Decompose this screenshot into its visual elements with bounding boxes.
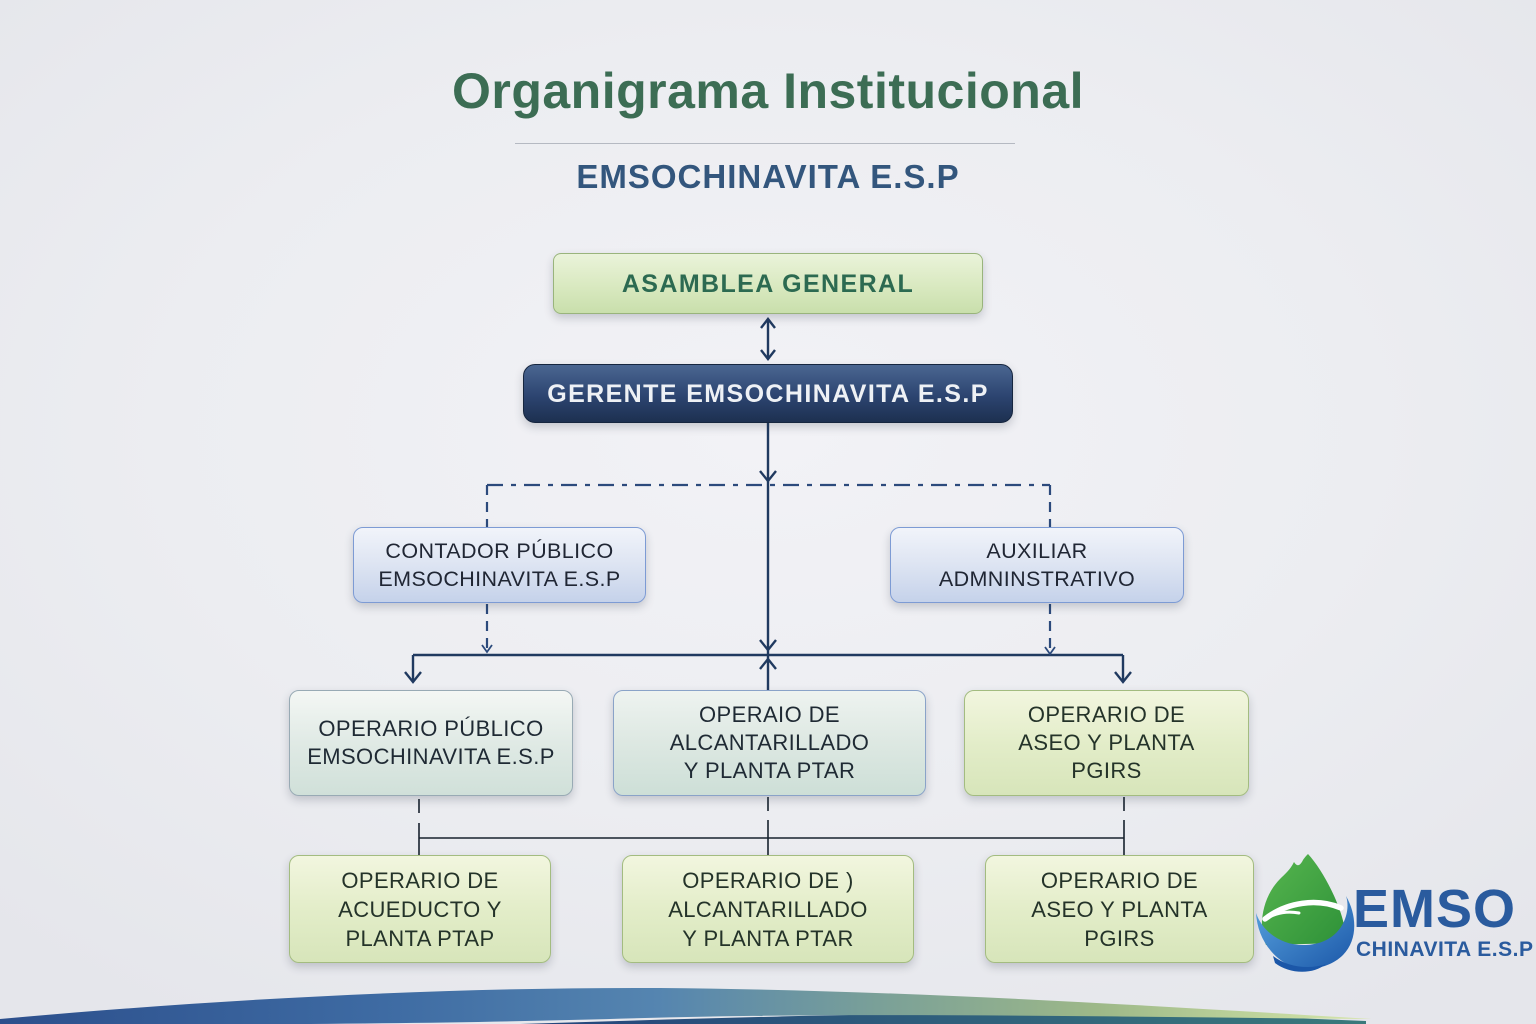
lower-tier-connectors bbox=[418, 797, 1125, 855]
node-operario-publico: OPERARIO PÚBLICO EMSOCHINAVITA E.S.P bbox=[289, 690, 573, 796]
logo-name: EMSO bbox=[1353, 879, 1516, 939]
node-contador-publico: CONTADOR PÚBLICO EMSOCHINAVITA E.S.P bbox=[353, 527, 646, 603]
node-auxiliar-administrativo: AUXILIAR ADMNINSTRATIVO bbox=[890, 527, 1184, 603]
node-operario-aseo-pgirs-2: OPERARIO DE ASEO Y PLANTA PGIRS bbox=[985, 855, 1254, 963]
node-operario-alcantarillado-2: OPERARIO DE ) ALCANTARILLADO Y PLANTA PT… bbox=[622, 855, 914, 963]
mountain-water-drop-icon bbox=[1256, 854, 1355, 972]
page-subtitle: EMSOCHINAVITA E.S.P bbox=[576, 158, 960, 195]
node-operario-aseo-pgirs: OPERARIO DE ASEO Y PLANTA PGIRS bbox=[964, 690, 1249, 796]
bottom-wave-decoration bbox=[0, 987, 1372, 1024]
node-asamblea-general: ASAMBLEA GENERAL bbox=[553, 253, 983, 314]
node-operario-acueducto: OPERARIO DE ACUEDUCTO Y PLANTA PTAP bbox=[289, 855, 551, 963]
dashed-connectors bbox=[481, 483, 1056, 656]
emso-logo-graphic: EMSO CHINAVITA E.S.P bbox=[1256, 854, 1533, 972]
logo-subname: CHINAVITA E.S.P bbox=[1356, 938, 1533, 961]
node-gerente: GERENTE EMSOCHINAVITA E.S.P bbox=[523, 364, 1013, 423]
title-divider bbox=[515, 143, 1015, 144]
company-logo: EMSO CHINAVITA E.S.P bbox=[1251, 853, 1536, 983]
node-operaio-alcantarillado: OPERAIO DE ALCANTARILLADO Y PLANTA PTAR bbox=[613, 690, 926, 796]
solid-connectors bbox=[404, 317, 1132, 690]
page-title: Organigrama Institucional bbox=[451, 63, 1085, 119]
